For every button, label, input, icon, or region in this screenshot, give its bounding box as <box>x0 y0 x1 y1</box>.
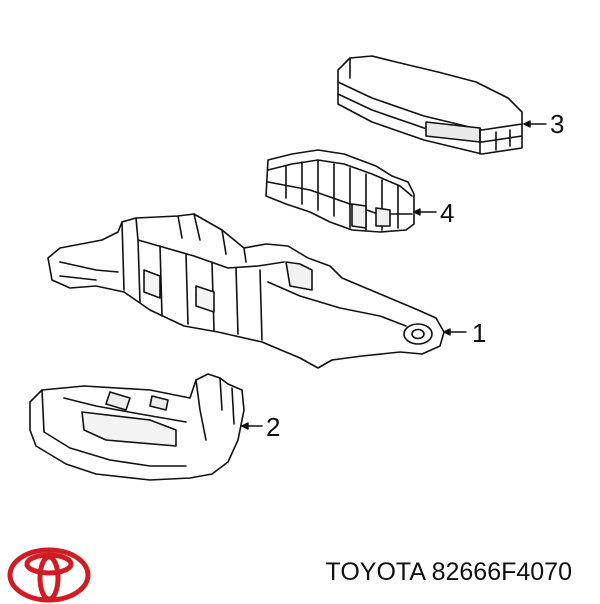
part-relay-block <box>265 149 415 233</box>
callout-number-3: 3 <box>550 109 564 139</box>
part-cover <box>337 55 523 155</box>
callout-number-1: 1 <box>472 318 486 348</box>
part-lower-cover <box>29 373 245 481</box>
toyota-emblem-icon <box>7 547 91 603</box>
footer-part-number: TOYOTA 82666F4070 <box>325 558 572 586</box>
part-main-box <box>47 213 445 369</box>
callout-leaders <box>241 120 547 430</box>
callout-number-4: 4 <box>440 198 454 228</box>
callout-number-2: 2 <box>266 412 280 442</box>
